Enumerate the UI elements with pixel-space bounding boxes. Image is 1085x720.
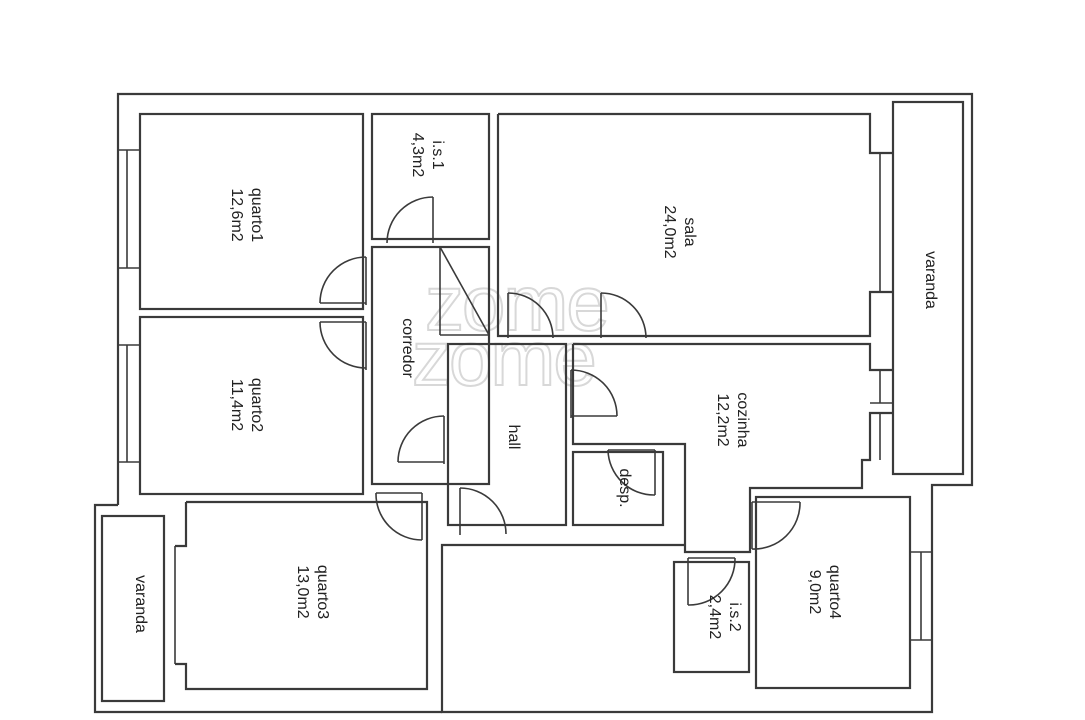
door-sala-2 [600, 292, 647, 339]
room-varanda-west [100, 514, 166, 703]
room-quarto1 [118, 112, 367, 311]
door-quarto3 [375, 492, 423, 541]
label-quarto1-area: 12,6m2 [228, 188, 245, 241]
room-quarto2 [118, 315, 367, 496]
room-quarto3 [174, 492, 429, 691]
room-quarto4 [751, 495, 932, 690]
label-varanda-west: varanda [132, 575, 149, 633]
door-hall-entry [459, 487, 507, 535]
room-sala [496, 112, 893, 339]
label-desp: desp. [616, 468, 633, 507]
room-varanda-east [891, 100, 965, 476]
label-corredor: corredor [399, 318, 416, 378]
door-corredor-hall [397, 415, 445, 464]
label-is2-area: 2,4m2 [706, 595, 723, 640]
label-quarto3-name: quarto3 [314, 565, 331, 619]
label-cozinha-name: cozinha [734, 392, 751, 447]
room-hall [446, 342, 568, 535]
room-is1 [370, 112, 491, 244]
label-quarto4-name: quarto4 [826, 565, 843, 619]
label-sala-area: 24,0m2 [661, 205, 678, 258]
label-quarto2-name: quarto2 [248, 378, 265, 432]
door-quarto2 [319, 321, 367, 370]
label-quarto2-area: 11,4m2 [228, 379, 245, 431]
door-cozinha [570, 369, 618, 418]
label-varanda-east: varanda [922, 251, 939, 309]
label-cozinha-area: 12,2m2 [714, 393, 731, 446]
door-is2 [687, 557, 736, 606]
label-quarto1-name: quarto1 [248, 188, 265, 242]
room-corredor [370, 245, 491, 486]
label-sala-name: sala [681, 217, 698, 246]
room-is2 [672, 557, 751, 674]
label-quarto4-area: 9,0m2 [806, 570, 823, 615]
door-is1 [386, 196, 434, 244]
label-is1-name: i.s.1 [429, 140, 446, 169]
room-desp [571, 449, 665, 527]
label-hall: hall [505, 425, 522, 450]
labels: quarto1 12,6m2 i.s.1 4,3m2 sala 24,0m2 v… [132, 133, 939, 640]
watermark: zome zome [411, 258, 611, 403]
door-quarto4 [751, 501, 801, 550]
door-desp [607, 449, 656, 496]
door-sala-1 [507, 292, 554, 339]
room-cozinha [570, 342, 893, 554]
outer-walls [93, 92, 974, 714]
door-quarto1 [319, 256, 367, 305]
label-quarto3-area: 13,0m2 [294, 565, 311, 618]
label-is2-name: i.s.2 [726, 602, 743, 631]
label-is1-area: 4,3m2 [409, 133, 426, 178]
